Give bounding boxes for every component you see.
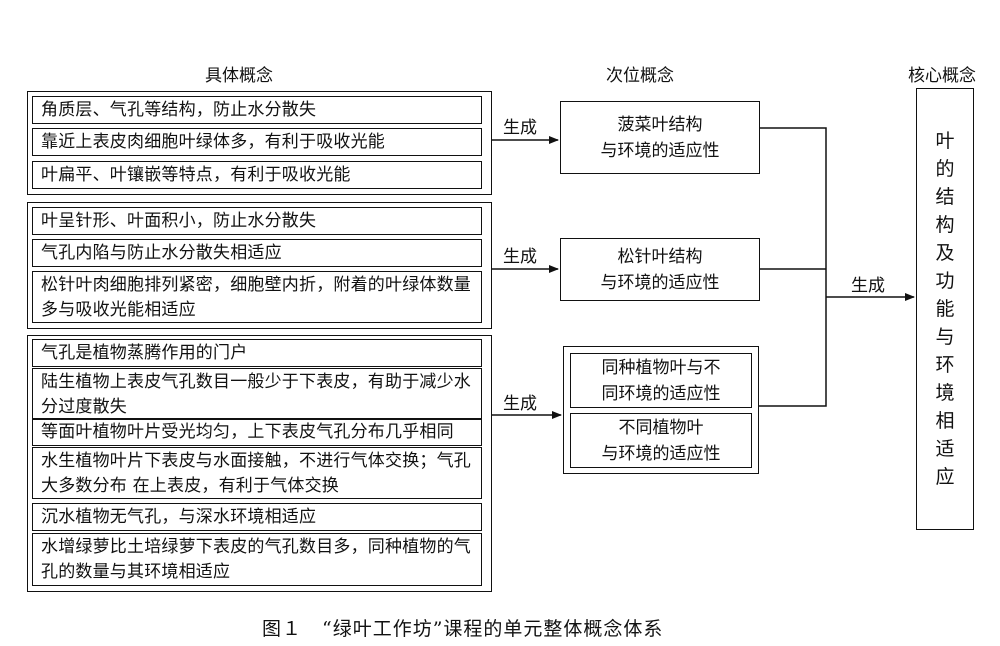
concept-item: 水增绿萝比土培绿萝下表皮的气孔数目多，同种植物的气孔的数量与其环境相适应 — [32, 533, 482, 586]
concept-item: 靠近上表皮肉细胞叶绿体多，有利于吸收光能 — [32, 128, 482, 156]
secondary-pine: 松针叶结构 与环境的适应性 — [560, 238, 760, 301]
concept-item: 叶呈针形、叶面积小，防止水分散失 — [32, 207, 482, 235]
header-secondary: 次位概念 — [606, 66, 674, 86]
concept-item: 气孔是植物蒸腾作用的门户 — [32, 339, 482, 367]
concept-item: 角质层、气孔等结构，防止水分散失 — [32, 96, 482, 124]
secondary-group-3 — [563, 346, 759, 474]
arrow-label-generate: 生成 — [851, 276, 885, 296]
concept-item: 叶扁平、叶镶嵌等特点，有利于吸收光能 — [32, 161, 482, 189]
concept-item: 水生植物叶片下表皮与水面接触，不进行气体交换；气孔大多数分布 在上表皮，有利于气… — [32, 447, 482, 499]
bracket-to-core — [759, 127, 827, 407]
concept-item: 松针叶肉细胞排列紧密，细胞壁内折，附着的叶绿体数量多与吸收光能相适应 — [32, 271, 482, 323]
arrow-label-generate: 生成 — [503, 394, 537, 414]
concept-group-3 — [27, 335, 492, 592]
concept-item: 等面叶植物叶片受光均匀，上下表皮气孔分布几乎相同 — [32, 418, 482, 446]
core-concept-text: 叶的结构及功能与环境相适应 — [935, 130, 955, 488]
concept-item: 沉水植物无气孔，与深水环境相适应 — [32, 503, 482, 531]
figure-caption: 图１ “绿叶工作坊”课程的单元整体概念体系 — [262, 618, 664, 640]
header-concrete: 具体概念 — [205, 66, 273, 86]
concept-group-2 — [27, 202, 492, 329]
core-concept: 叶的结构及功能与环境相适应 — [916, 88, 974, 530]
concept-item: 气孔内陷与防止水分散失相适应 — [32, 239, 482, 267]
concept-group-1 — [27, 91, 492, 195]
secondary-diff-species: 不同植物叶 与环境的适应性 — [570, 413, 752, 468]
arrow-label-generate: 生成 — [503, 118, 537, 138]
header-core: 核心概念 — [908, 66, 976, 86]
arrow-label-generate: 生成 — [503, 247, 537, 267]
concept-item: 陆生植物上表皮气孔数目一般少于下表皮，有助于减少水分过度散失 — [32, 368, 482, 420]
secondary-same-species: 同种植物叶与不 同环境的适应性 — [570, 353, 752, 408]
secondary-spinach: 菠菜叶结构 与环境的适应性 — [560, 101, 760, 174]
